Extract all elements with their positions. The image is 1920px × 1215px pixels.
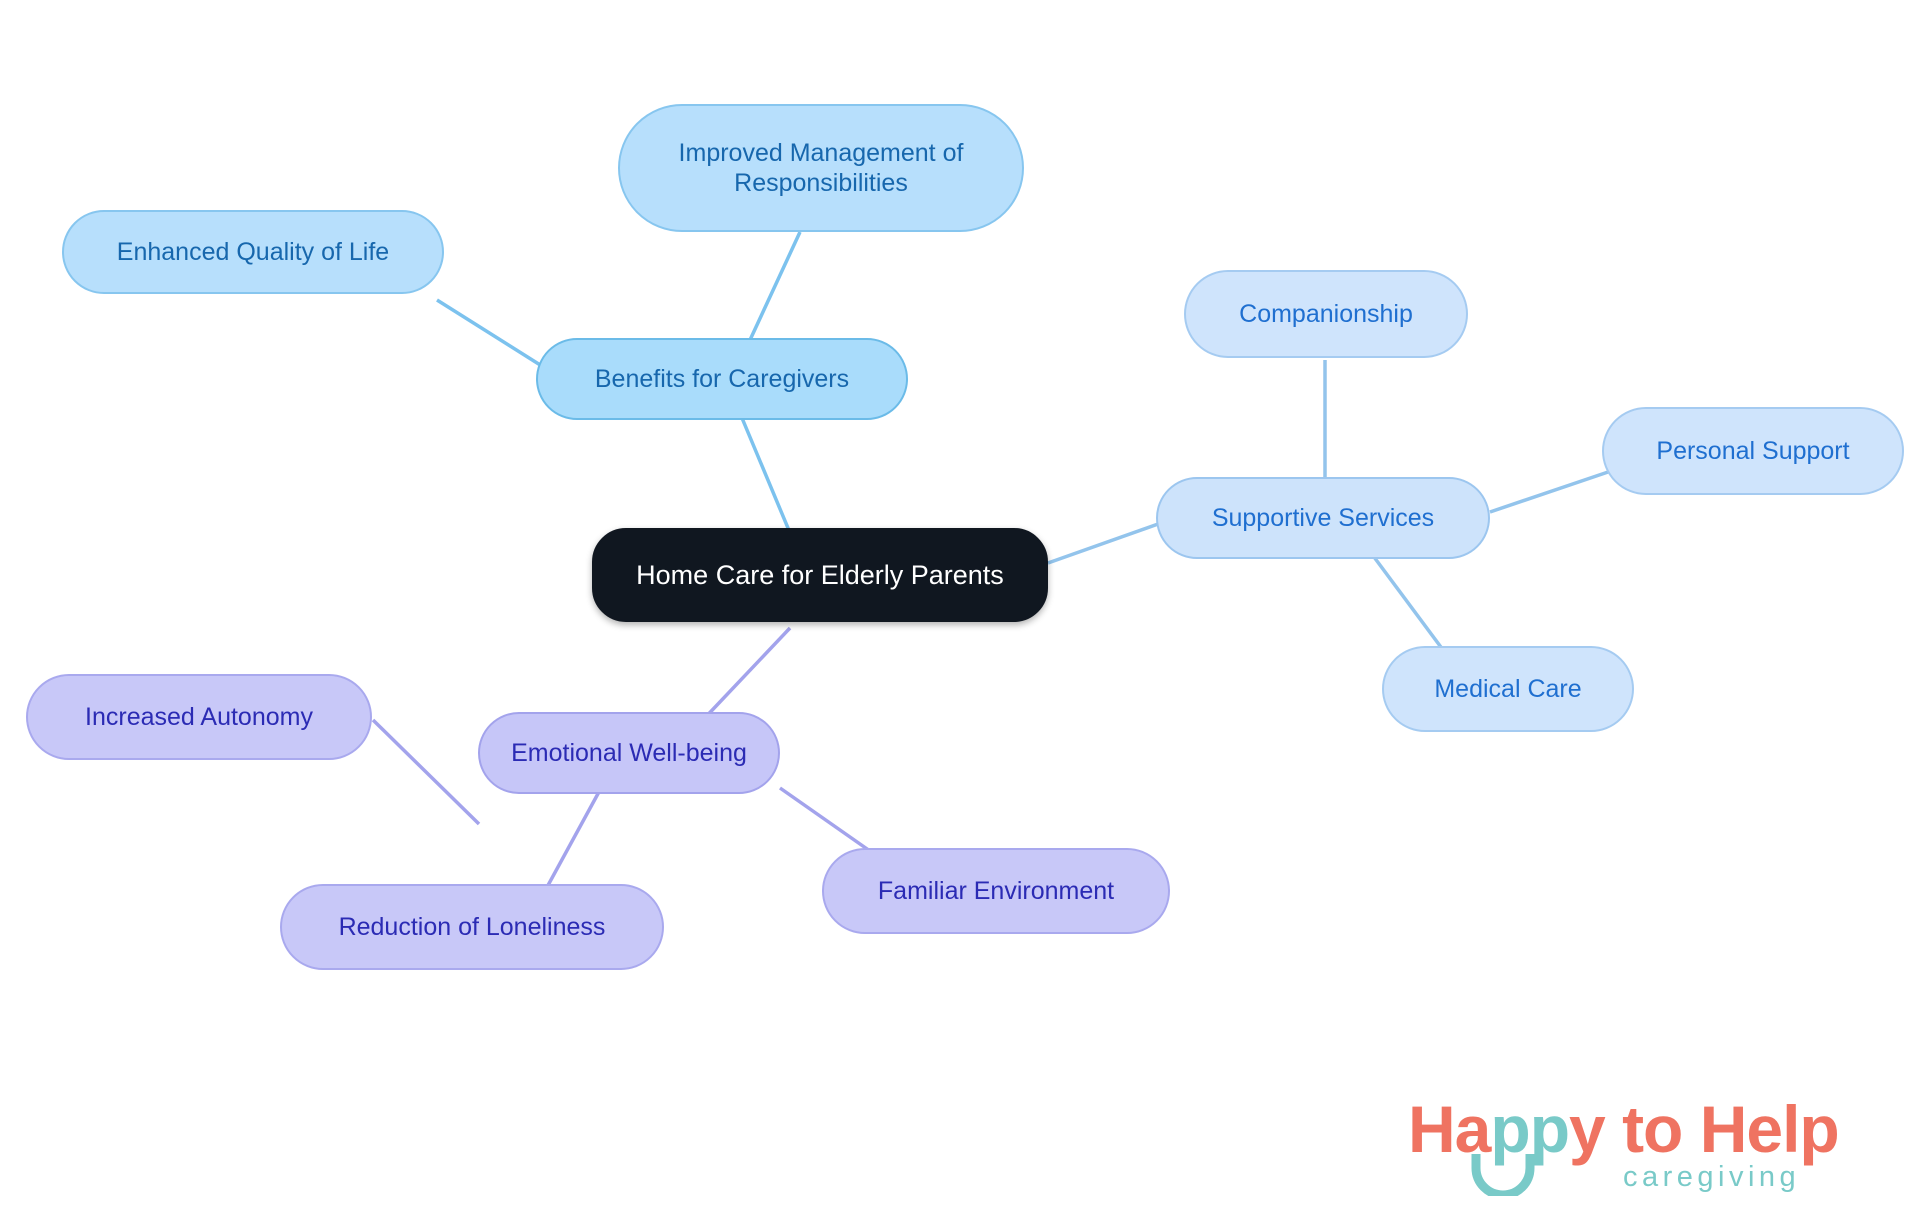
- node-supportive-services-label: Supportive Services: [1211, 503, 1435, 532]
- node-companionship-label: Companionship: [1239, 299, 1413, 328]
- brand-logo: Happy to Help caregiving: [1408, 1096, 1888, 1200]
- edge-root-to-benefits: [740, 417, 795, 541]
- node-increased-autonomy-label: Increased Autonomy: [85, 702, 313, 731]
- logo-happy-prefix: Ha: [1408, 1092, 1491, 1166]
- node-reduction-of-loneliness-label: Reduction of Loneliness: [338, 912, 606, 941]
- node-benefits-for-caregivers[interactable]: Benefits for Caregivers: [536, 338, 908, 420]
- node-familiar-environment-label: Familiar Environment: [877, 876, 1115, 905]
- node-medical-care[interactable]: Medical Care: [1382, 646, 1634, 732]
- logo-wordmark: Happy to Help: [1408, 1096, 1840, 1162]
- node-personal-support[interactable]: Personal Support: [1602, 407, 1904, 495]
- edge-benefits-to-quality: [436, 298, 546, 370]
- node-familiar-environment[interactable]: Familiar Environment: [822, 848, 1170, 934]
- node-enhanced-quality-of-life-label: Enhanced Quality of Life: [116, 237, 390, 266]
- smile-icon: [1471, 1154, 1535, 1196]
- logo-tagline: caregiving: [1623, 1161, 1801, 1193]
- logo-happy-suffix: y: [1569, 1092, 1606, 1166]
- node-root[interactable]: Home Care for Elderly Parents: [592, 528, 1048, 622]
- edge-benefits-to-management: [748, 231, 802, 341]
- node-medical-care-label: Medical Care: [1434, 674, 1582, 703]
- node-root-label: Home Care for Elderly Parents: [636, 559, 1004, 590]
- edge-supportive-to-personal: [1489, 468, 1615, 514]
- logo-to-help: to Help: [1604, 1092, 1840, 1166]
- edge-root-to-emotional: [698, 626, 792, 725]
- node-companionship[interactable]: Companionship: [1184, 270, 1468, 358]
- node-emotional-wellbeing-label: Emotional Well-being: [511, 738, 747, 767]
- logo-happy-pp: pp: [1490, 1092, 1570, 1166]
- node-personal-support-label: Personal Support: [1656, 436, 1850, 465]
- node-improved-management-label: Improved Management of Responsibilities: [678, 138, 964, 198]
- node-enhanced-quality-of-life[interactable]: Enhanced Quality of Life: [62, 210, 444, 294]
- node-benefits-for-caregivers-label: Benefits for Caregivers: [594, 364, 850, 393]
- node-emotional-wellbeing[interactable]: Emotional Well-being: [478, 712, 780, 794]
- node-reduction-of-loneliness[interactable]: Reduction of Loneliness: [280, 884, 664, 970]
- edge-emotional-to-autonomy: [371, 718, 481, 826]
- node-improved-management[interactable]: Improved Management of Responsibilities: [618, 104, 1024, 232]
- node-increased-autonomy[interactable]: Increased Autonomy: [26, 674, 372, 760]
- node-supportive-services[interactable]: Supportive Services: [1156, 477, 1490, 559]
